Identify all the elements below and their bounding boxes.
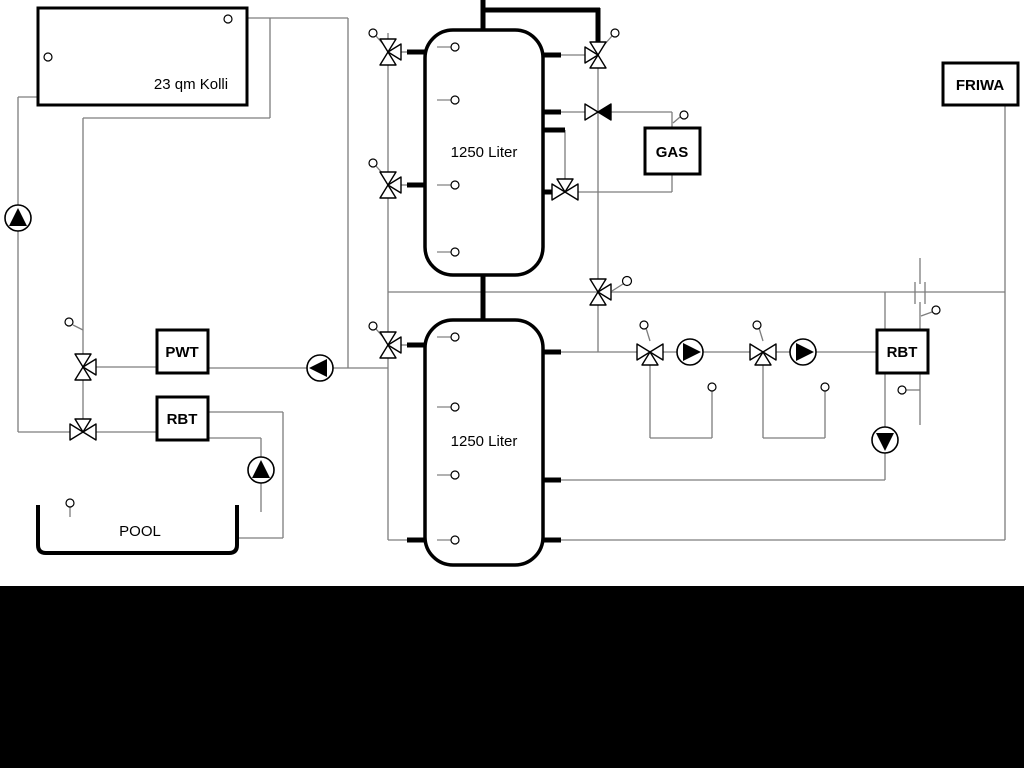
three-way-valve-pool [69,418,97,441]
pump-return [871,426,899,454]
hydraulic-schematic: 23 qm Kolli 1250 Liter 1250 Liter PWT RB… [4,0,1020,567]
black-letterbox-bottom [0,586,1024,768]
pwt-label: PWT [165,344,198,361]
valves [69,38,777,441]
temp-sensor-icon [43,52,53,62]
gas-boiler-box: GAS [643,126,702,176]
pwt-box: PWT [155,328,210,375]
three-way-valve-circuit-1 [636,343,664,366]
pumps [4,204,899,484]
tank-bottom-sensors [437,332,460,545]
pool-label: POOL [119,523,161,540]
temp-sensor-icon [450,247,460,257]
temp-sensor-icon [639,320,649,330]
pump-circuit-1 [676,338,704,366]
rbt-right-label: RBT [887,344,918,361]
friwa-box: FRIWA [941,61,1020,107]
three-way-valve-gas-return [551,178,579,201]
valve-actuator-icon [621,275,633,287]
temp-sensor-icon [610,28,620,38]
temp-sensor-icon [450,535,460,545]
three-way-mixing-valve-heating [589,278,612,306]
temp-sensor-icon [450,402,460,412]
temp-sensor-icon [679,110,689,120]
pump-pool [247,456,275,484]
check-valve-gas-flow [584,103,612,121]
temp-sensor-icon [65,498,75,508]
temp-sensor-icon [223,14,233,24]
rbt-left-label: RBT [167,411,198,428]
three-way-valve-pwt [74,353,97,381]
temp-sensor-icon [450,95,460,105]
friwa-label: FRIWA [956,77,1004,94]
temp-sensor-icon [931,305,941,315]
three-way-valve-tank1-top-right [584,41,607,69]
diagram-area: 23 qm Kolli 1250 Liter 1250 Liter PWT RB… [0,0,1024,586]
gas-label: GAS [656,144,689,161]
pump-pwt-loop [306,354,334,382]
buffer-tank-bottom: 1250 Liter [423,318,545,567]
temp-sensor-icon [820,382,830,392]
temp-sensor-icon [450,332,460,342]
pump-solar [4,204,32,232]
temp-sensors [43,14,941,545]
solar-collector-box: 23 qm Kolli [36,6,249,107]
three-way-valve-circuit-2 [749,343,777,366]
temp-sensor-icon [752,320,762,330]
temp-sensor-icon [368,28,378,38]
temp-sensor-icon [368,321,378,331]
three-way-valve-tank1-mid-left [379,171,402,199]
temp-sensor-icon [450,42,460,52]
three-way-valve-tank1-top-left [379,38,402,66]
tank-top-label: 1250 Liter [451,144,518,161]
temp-sensor-icon [450,470,460,480]
pump-circuit-2 [789,338,817,366]
temp-sensor-icon [450,180,460,190]
rbt-left-box: RBT [155,395,210,442]
temp-sensor-icon [64,317,74,327]
tank-top-sensors [437,42,460,257]
pool-basin: POOL [36,505,239,555]
temp-sensor-icon [368,158,378,168]
temp-sensor-icon [707,382,717,392]
three-way-valve-tank2-top-left [379,331,402,359]
tank-bottom-label: 1250 Liter [451,433,518,450]
buffer-tank-top: 1250 Liter [423,28,545,277]
rbt-right-box: RBT [875,328,930,375]
pipes-thin [17,17,1006,541]
collector-label: 23 qm Kolli [154,76,228,93]
temp-sensor-icon [897,385,907,395]
